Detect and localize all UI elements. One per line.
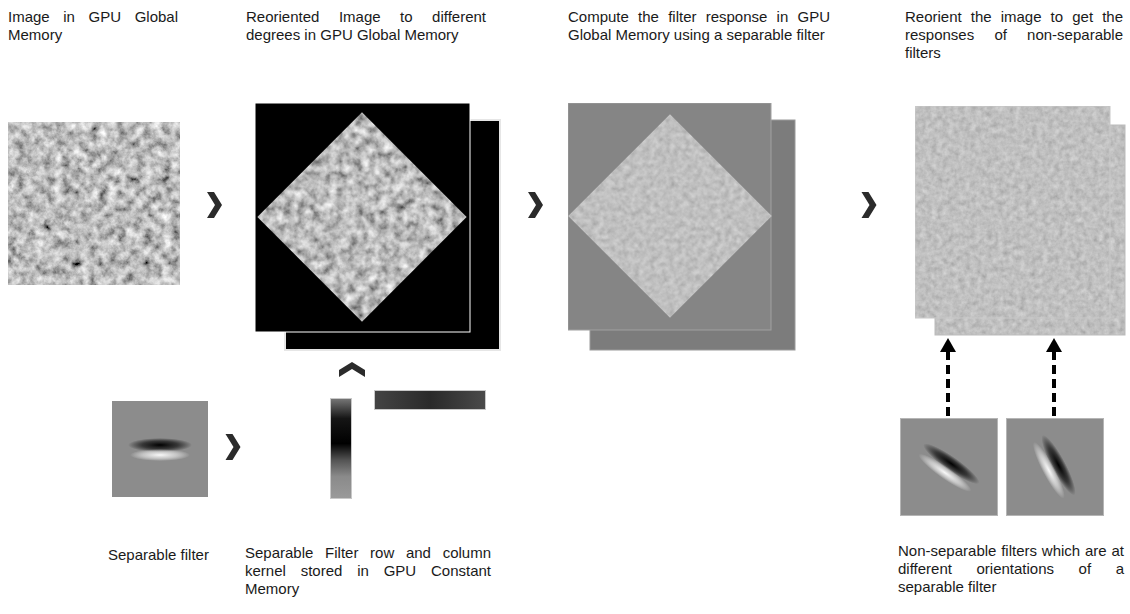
- chevron-arrow: [832, 192, 905, 218]
- connector-path: [352, 352, 353, 388]
- chevron-head: [339, 362, 365, 377]
- dashed-arrow: [940, 338, 956, 416]
- chevron-arrow: [182, 192, 246, 218]
- kernel-box: Separable Filter row and column kernel s…: [245, 388, 493, 602]
- input-stage: Image in GPU Global Memory: [8, 8, 182, 288]
- filter-box: Separable filter: [108, 398, 220, 576]
- non-separable-responses: [915, 106, 1127, 336]
- non-separable-box: Non-separable filters which are at diffe…: [898, 416, 1126, 612]
- chevron-arrow: [220, 434, 245, 460]
- filter-stage: Compute the filter response in GPU Globa…: [568, 8, 832, 352]
- reoriented-images: [246, 103, 502, 353]
- kernel-images: [330, 390, 488, 500]
- dashed-line: [946, 352, 950, 416]
- filter-responses: [568, 103, 798, 353]
- stage-caption: Reoriented Image to different degrees in…: [246, 8, 486, 44]
- stage-caption: Compute the filter response in GPU Globa…: [568, 8, 830, 44]
- non-separable-filter-images: [900, 418, 1106, 518]
- dashed-arrow: [1046, 338, 1062, 416]
- stage-caption: Non-separable filters which are at diffe…: [898, 542, 1124, 596]
- chevron-arrow: [339, 352, 365, 388]
- chevron-arrow: [502, 192, 568, 218]
- connector-path: [220, 447, 245, 448]
- reorient-stage: Reoriented Image to different degrees in…: [246, 8, 502, 352]
- output-stage: Reorient the image to get the responses …: [905, 8, 1126, 338]
- chevron-head: [528, 192, 543, 218]
- stage-caption: Separable filter: [108, 546, 220, 564]
- chevron-head: [862, 192, 877, 218]
- stage-caption: Separable Filter row and column kernel s…: [245, 544, 491, 598]
- dashed-line: [1052, 352, 1056, 416]
- chevron-head: [226, 434, 241, 460]
- stage-caption: Image in GPU Global Memory: [8, 8, 178, 44]
- arrow-head: [1046, 338, 1062, 352]
- stage-caption: Reorient the image to get the responses …: [905, 8, 1123, 62]
- chevron-head: [207, 192, 222, 218]
- aerial-image: [8, 122, 180, 285]
- arrow-head: [940, 338, 956, 352]
- connector-path: [182, 205, 246, 206]
- connector-path: [832, 205, 905, 206]
- connector-path: [502, 205, 568, 206]
- separable-filter-image: [112, 401, 208, 497]
